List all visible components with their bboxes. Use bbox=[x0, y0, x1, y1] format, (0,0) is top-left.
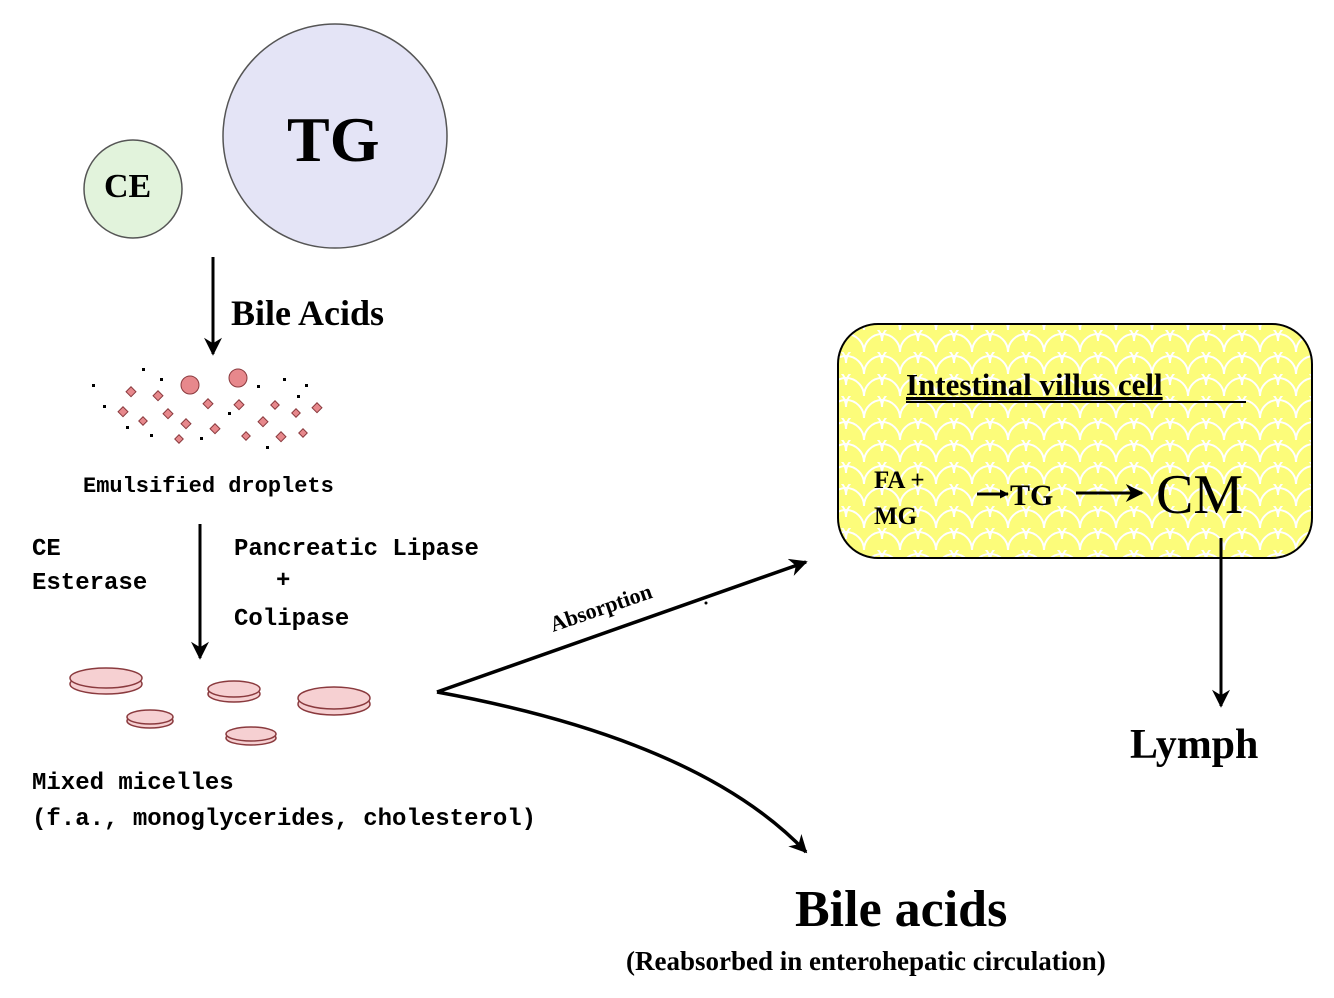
tg-globule bbox=[222, 23, 448, 249]
villus-cell-box bbox=[837, 323, 1313, 559]
villus-cell-title: Intestinal villus cell bbox=[906, 367, 1163, 402]
lipase-line1: Pancreatic Lipase bbox=[234, 536, 479, 563]
cm-label: CM bbox=[1156, 464, 1243, 526]
mixed-micelles bbox=[69, 667, 371, 746]
micelles-line2: (f.a., monoglycerides, cholesterol) bbox=[32, 806, 537, 833]
emulsified-droplets bbox=[117, 368, 323, 444]
ce-label: CE bbox=[104, 168, 152, 205]
micelles-line1: Mixed micelles bbox=[32, 770, 234, 797]
bile-return-arrow bbox=[436, 690, 808, 854]
lymph-label: Lymph bbox=[1130, 722, 1259, 768]
ce-globule bbox=[83, 139, 183, 239]
speck bbox=[704, 601, 708, 605]
absorption-arrow bbox=[436, 558, 808, 694]
tg-label: TG bbox=[287, 104, 380, 175]
villus-tg-label: TG bbox=[1010, 479, 1053, 512]
bile-acids-label: Bile Acids bbox=[231, 293, 385, 333]
lipase-plus: + bbox=[276, 568, 291, 595]
emulsified-label: Emulsified droplets bbox=[83, 474, 334, 499]
lipase-line2: Colipase bbox=[234, 606, 350, 633]
ce-esterase-line1: CE bbox=[32, 536, 61, 563]
mg-label: MG bbox=[874, 503, 917, 530]
bile-acids-note: (Reabsorbed in enterohepatic circulation… bbox=[626, 946, 1106, 976]
fa-label: FA + bbox=[874, 467, 925, 494]
absorption-label: Absorption bbox=[546, 578, 655, 636]
bile-acids-title: Bile acids bbox=[795, 881, 1008, 938]
droplet-specks bbox=[92, 368, 308, 449]
ce-esterase-line2: Esterase bbox=[32, 570, 148, 597]
